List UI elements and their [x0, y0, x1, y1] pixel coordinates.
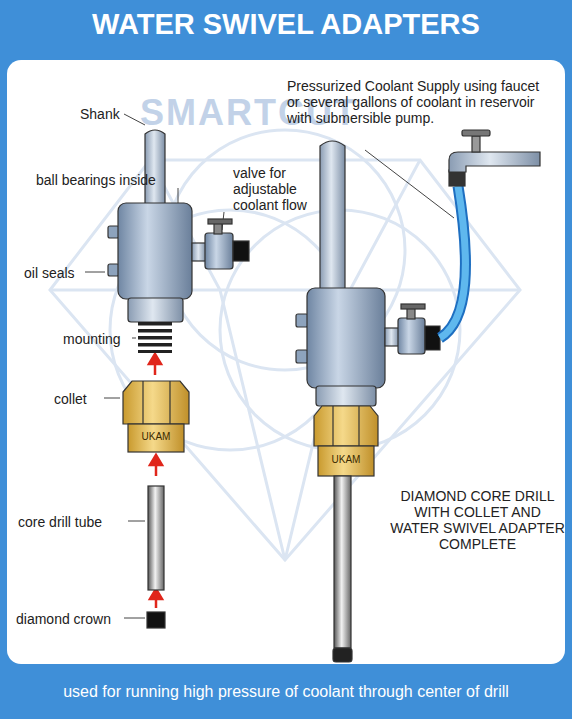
part-label: Shank	[80, 106, 140, 122]
brand-mark: UKAM	[128, 431, 184, 443]
part-label: ball bearings inside	[36, 172, 196, 188]
part-label: mounting	[63, 331, 143, 347]
part-label: collet	[54, 391, 114, 407]
caption-band-text: used for running high pressure of coolan…	[0, 683, 572, 701]
title-band-text: WATER SWIVEL ADAPTERS	[0, 8, 572, 41]
supply-note: Pressurized Coolant Supply using faucet …	[287, 78, 555, 126]
part-label: valve for adjustable coolant flow	[233, 165, 343, 213]
part-label: diamond crown	[16, 611, 136, 627]
part-label: core drill tube	[18, 514, 138, 530]
part-label: oil seals	[24, 265, 94, 281]
assembly-note: DIAMOND CORE DRILL WITH COLLET AND WATER…	[390, 488, 565, 552]
brand-mark: UKAM	[318, 454, 374, 466]
